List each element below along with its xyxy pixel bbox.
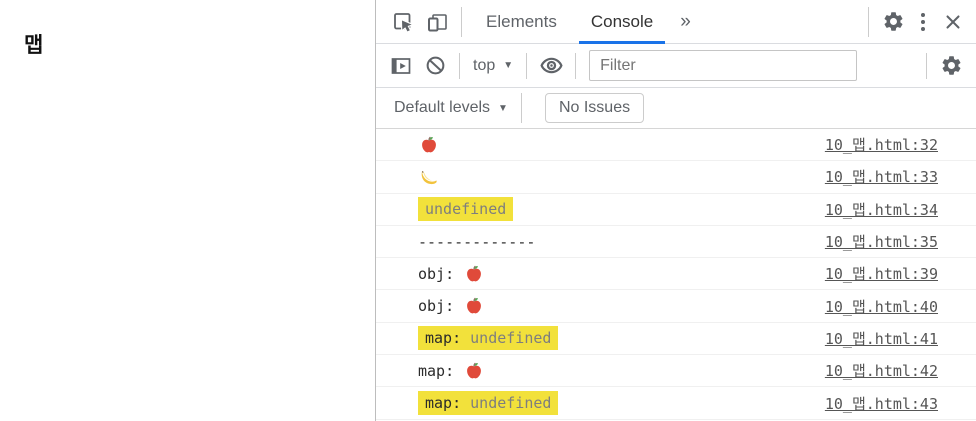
console-row: obj: 10_맵.html:40 <box>376 290 976 323</box>
filter-input[interactable] <box>589 50 858 81</box>
chevron-down-icon: ▼ <box>498 102 508 114</box>
highlighted-text: undefined <box>418 197 514 222</box>
console-row: ------------- 10_맵.html:35 <box>376 226 976 259</box>
log-text: map: <box>425 329 471 348</box>
log-message: map: undefined <box>418 391 825 416</box>
divider <box>526 52 528 79</box>
divider <box>459 52 460 79</box>
divider <box>926 52 927 79</box>
log-message <box>418 135 825 155</box>
toggle-device-toolbar-icon[interactable] <box>420 5 454 39</box>
log-text: undefined <box>470 329 552 348</box>
live-expression-eye-icon[interactable] <box>534 49 568 83</box>
default-levels-dropdown[interactable]: Default levels ▼ <box>388 99 514 117</box>
log-message: map: <box>418 361 825 381</box>
source-link[interactable]: 10_맵.html:41 <box>824 329 938 348</box>
close-icon[interactable] <box>936 5 970 39</box>
tab-elements-label: Elements <box>486 11 557 31</box>
no-issues-label: No Issues <box>558 99 631 116</box>
settings-gear-icon[interactable] <box>876 5 910 39</box>
log-text: obj: <box>418 264 464 283</box>
tab-elements[interactable]: Elements <box>469 0 574 44</box>
source-link[interactable]: 10_맵.html:42 <box>824 362 938 381</box>
divider <box>461 6 462 37</box>
inspect-element-icon[interactable] <box>386 5 420 39</box>
console-row: 10_맵.html:32 <box>376 129 976 162</box>
log-message: ------------- <box>418 233 825 251</box>
highlighted-text: map: undefined <box>418 326 559 351</box>
source-link[interactable]: 10_맵.html:32 <box>824 136 938 155</box>
default-levels-label: Default levels <box>394 99 491 116</box>
console-row: map: undefined 10_맵.html:41 <box>376 323 976 356</box>
dock-sidebar-icon[interactable] <box>384 49 418 83</box>
apple-emoji <box>467 265 482 282</box>
divider <box>520 93 522 123</box>
log-message: undefined <box>418 197 825 222</box>
apple-emoji <box>467 362 482 379</box>
highlighted-text: map: undefined <box>418 391 559 416</box>
no-issues-button[interactable]: No Issues <box>544 93 645 123</box>
source-link[interactable]: 10_맵.html:39 <box>824 265 938 284</box>
page-heading: 맵 <box>24 34 44 57</box>
divider <box>868 6 869 37</box>
divider <box>575 52 577 79</box>
rendered-page: 맵 <box>0 0 375 421</box>
log-text: obj: <box>418 297 464 316</box>
context-selector-label: top <box>473 56 496 74</box>
source-link[interactable]: 10_맵.html:40 <box>824 297 938 316</box>
source-link[interactable]: 10_맵.html:33 <box>824 168 938 187</box>
console-row: map: 10_맵.html:42 <box>376 355 976 388</box>
console-row: obj: 10_맵.html:39 <box>376 258 976 291</box>
source-link[interactable]: 10_맵.html:43 <box>824 394 938 413</box>
log-text: ------------- <box>418 232 536 251</box>
more-tabs-icon[interactable]: » <box>680 10 691 32</box>
console-messages: 10_맵.html:32 10_맵.html:33 undefined 10_맵.h… <box>376 129 976 421</box>
console-toolbar: top ▼ <box>376 44 976 88</box>
console-row: undefined 10_맵.html:34 <box>376 194 976 226</box>
tab-console[interactable]: Console <box>574 0 670 44</box>
log-text: undefined <box>425 200 507 219</box>
console-settings-gear-icon[interactable] <box>934 49 968 83</box>
apple-emoji <box>422 136 436 153</box>
log-message <box>418 167 825 187</box>
levels-bar: Default levels ▼ No Issues <box>376 88 976 129</box>
source-link[interactable]: 10_맵.html:34 <box>824 200 938 219</box>
log-message: obj: <box>418 296 825 316</box>
log-text: map: <box>418 361 464 380</box>
console-row: map: undefined 10_맵.html:43 <box>376 387 976 420</box>
log-message: map: undefined <box>418 326 825 351</box>
kebab-menu-icon[interactable] <box>910 5 936 39</box>
devtools-panel: Elements Console » <box>375 0 976 421</box>
chevron-down-icon: ▼ <box>503 60 514 71</box>
devtools-tabbar: Elements Console » <box>376 0 976 44</box>
tab-console-label: Console <box>590 11 654 31</box>
banana-emoji <box>421 171 437 185</box>
clear-console-icon[interactable] <box>418 49 452 83</box>
source-link[interactable]: 10_맵.html:35 <box>824 233 938 252</box>
log-text: map: <box>425 394 471 413</box>
console-row: 10_맵.html:33 <box>376 161 976 194</box>
log-text: undefined <box>470 394 552 413</box>
log-message: obj: <box>418 264 825 284</box>
apple-emoji <box>467 297 482 314</box>
context-selector-dropdown[interactable]: top ▼ <box>467 57 519 75</box>
